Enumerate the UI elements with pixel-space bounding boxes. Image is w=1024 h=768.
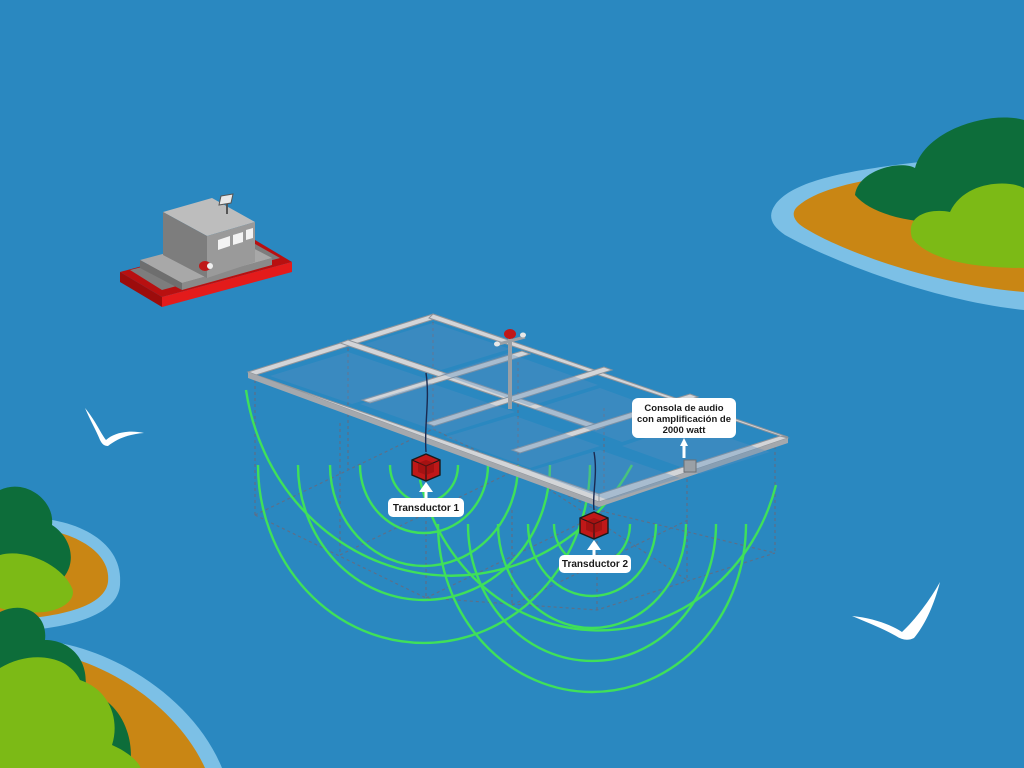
transducer-icon [579, 511, 609, 540]
console-label-line-3: 2000 watt [663, 425, 707, 436]
island-bottom-left-upper [0, 486, 121, 632]
callout-console: Consola de audio con amplificación de 20… [632, 398, 736, 458]
loudspeaker-icon [494, 329, 526, 347]
transducer-ropes [424, 372, 597, 511]
audio-console-box [683, 459, 697, 473]
callout-transducer-1: Transductor 1 [388, 482, 464, 517]
console-label-line-1: Consola de audio [644, 403, 723, 414]
transducer-1-label: Transductor 1 [393, 503, 460, 514]
island-bottom-left-lower [0, 607, 222, 768]
seagull-icon [852, 582, 940, 640]
sound-waves-transducer-2 [418, 479, 778, 694]
island-top-right [771, 117, 1024, 310]
boat-icon [120, 193, 292, 307]
transducer-icon [411, 453, 441, 482]
transducer-2-label: Transductor 2 [562, 559, 629, 570]
seagull-icon [85, 408, 144, 446]
callout-transducer-2: Transductor 2 [559, 540, 631, 573]
console-label-line-2: con amplificación de [637, 414, 731, 425]
